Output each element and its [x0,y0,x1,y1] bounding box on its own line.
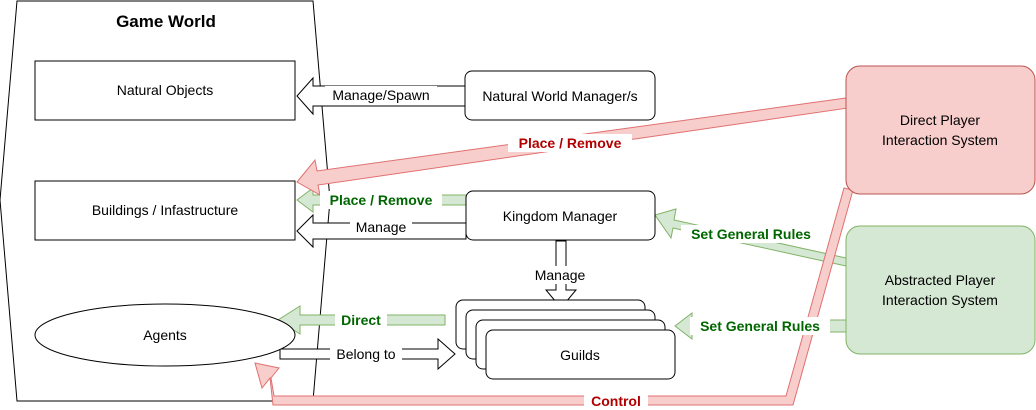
natural-world-manager-label: Natural World Manager/s [482,88,637,104]
edge-label-control: Control [591,393,641,409]
direct-player-system-label-1: Direct Player [900,112,980,128]
edge-label-manage-guilds: Manage [535,267,586,283]
direct-player-system-box [845,65,1036,195]
edge-label-manage-buildings: Manage [356,219,407,235]
guilds-box [485,329,676,380]
agents-label: Agents [143,327,187,343]
game-world-title: Game World [116,12,216,31]
edge-label-place-remove-red: Place / Remove [519,135,622,151]
kingdom-manager-label: Kingdom Manager [503,208,618,224]
kingdom-manager-box [465,190,656,241]
label-bg-direct [335,311,387,329]
edge-label-belong-to: Belong to [336,346,395,362]
abstracted-player-system-box [845,225,1036,355]
natural-objects-label: Natural Objects [117,82,213,98]
natural-objects-box [34,60,296,121]
guilds-label: Guilds [560,347,600,363]
edge-label-set-rules-guilds: Set General Rules [700,318,820,334]
abstracted-player-system-label-2: Interaction System [882,292,998,308]
edge-label-direct: Direct [341,312,381,328]
direct-player-system-label-2: Interaction System [882,132,998,148]
abstracted-player-system-label-1: Abstracted Player [885,272,996,288]
edge-label-manage-spawn: Manage/Spawn [332,87,429,103]
buildings-box [34,180,296,241]
label-bg-manage-guilds [529,266,591,284]
label-bg-manage-spawn [325,86,437,104]
label-bg-belong-to [330,345,402,363]
buildings-label: Buildings / Infastructure [92,202,239,218]
label-bg-place-remove-green [320,191,442,209]
label-bg-set-rules-guilds [690,317,830,335]
label-bg-set-rules-kingdom [681,225,821,243]
label-bg-manage-buildings [350,218,412,236]
edge-label-set-rules-kingdom: Set General Rules [691,226,811,242]
agents-ellipse [34,303,296,367]
arrow-control [254,187,854,406]
label-bg-control [584,392,648,408]
label-bg-place-remove-red [508,134,632,152]
edge-label-place-remove-green: Place / Remove [330,192,433,208]
natural-world-manager-box [464,70,656,121]
